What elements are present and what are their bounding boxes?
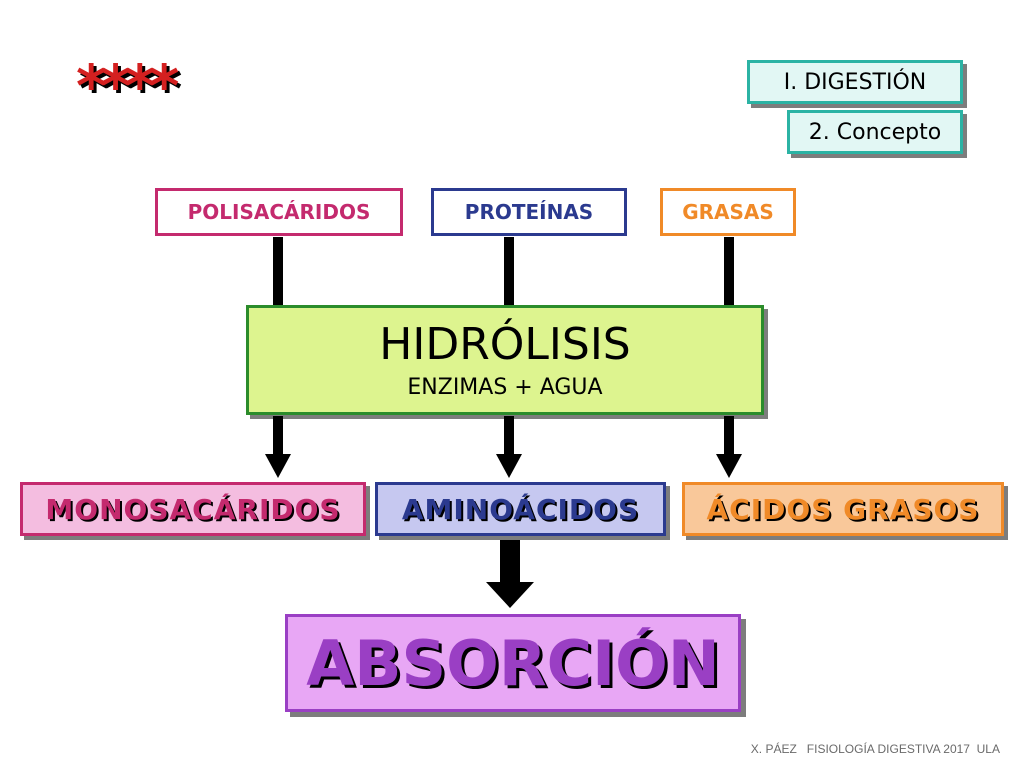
connector-proteinas — [504, 237, 514, 307]
arrow-to-monosacaridos — [265, 416, 291, 478]
arrow-to-absorcion — [486, 528, 534, 608]
output-monosacaridos: MONOSACÁRIDOS — [20, 482, 366, 536]
output-aminoacidos: AMINOÁCIDOS — [375, 482, 666, 536]
arrow-to-acidos-grasos — [716, 416, 742, 478]
hydrolysis-title: HIDRÓLISIS — [379, 319, 631, 370]
input-polisacaridos: POLISACÁRIDOS — [155, 188, 403, 236]
subsection-tag: 2. Concepto — [787, 110, 963, 154]
hydrolysis-box: HIDRÓLISIS ENZIMAS + AGUA — [246, 305, 764, 415]
stars-decoration: **** — [76, 52, 179, 120]
input-proteinas: PROTEÍNAS — [431, 188, 627, 236]
input-grasas: GRASAS — [660, 188, 796, 236]
output-acidos-grasos: ÁCIDOS GRASOS — [682, 482, 1004, 536]
section-tag: I. DIGESTIÓN — [747, 60, 963, 104]
hydrolysis-subtitle: ENZIMAS + AGUA — [407, 375, 603, 400]
footer-credit: X. PÁEZ FISIOLOGÍA DIGESTIVA 2017 ULA — [750, 742, 1000, 756]
connector-grasas — [724, 237, 734, 307]
absorption-box: ABSORCIÓN — [285, 614, 741, 712]
arrow-to-aminoacidos — [496, 416, 522, 478]
connector-polisacaridos — [273, 237, 283, 307]
